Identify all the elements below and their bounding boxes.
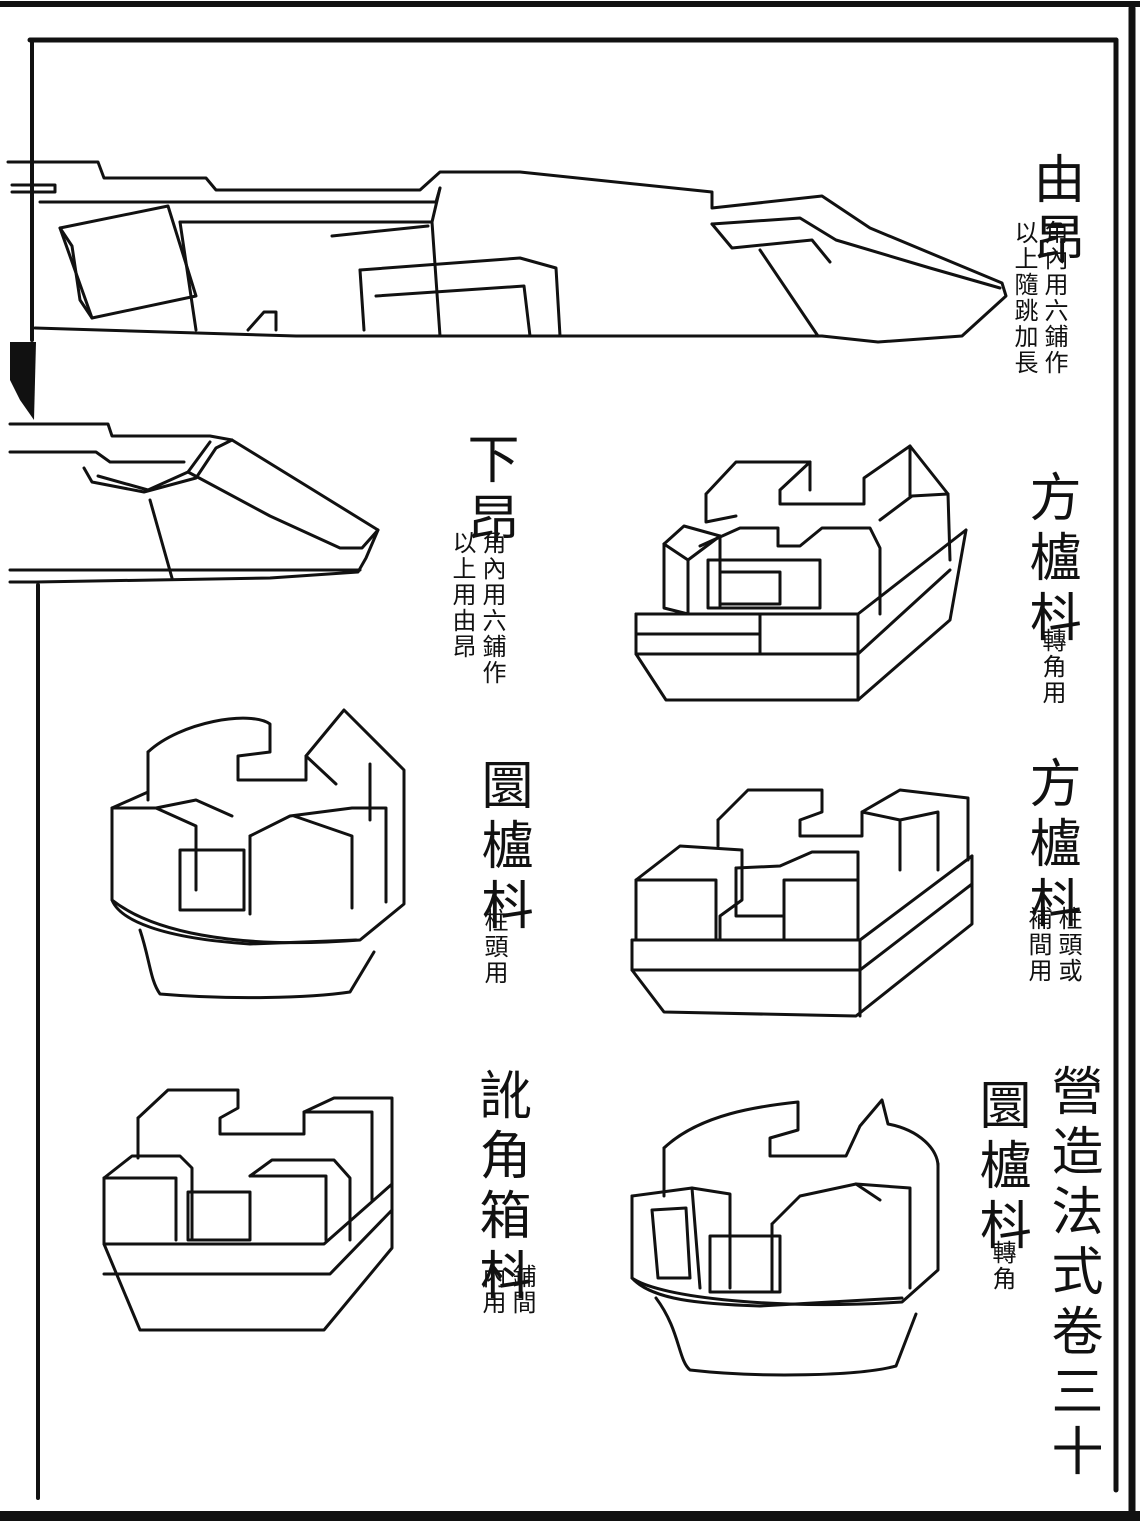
- xia-ang-drawing: [8, 422, 380, 584]
- label-fang-lu-dou-column-title: 方櫨枓: [1020, 756, 1080, 936]
- note-line: 補間用: [1024, 906, 1052, 984]
- note-line: 轉角用: [1038, 628, 1066, 706]
- note-line: 內用: [478, 1264, 506, 1316]
- note-line: 鋪間: [508, 1264, 536, 1316]
- label-yuan-lu-dou-corner-notes: 轉角: [988, 1240, 1016, 1292]
- note-line: 角內用六鋪作: [478, 530, 506, 686]
- label-yuan-lu-dou-corner-title: 圜櫨枓: [970, 1078, 1030, 1258]
- note-line: 柱頭或: [1054, 906, 1082, 984]
- label-xia-ang-title: 下昂: [458, 432, 518, 552]
- note-line: 以上隨跳加長: [1010, 220, 1038, 376]
- you-ang-drawing: [6, 160, 1008, 344]
- label-yuan-lu-dou-column-title: 圜櫨枓: [472, 758, 532, 938]
- label-qiang-jiao-box-dou-title: 訛角箱枓: [470, 1068, 530, 1308]
- label-xia-ang-notes: 角內用六鋪作 以上用由昂: [448, 530, 506, 686]
- label-fang-lu-dou-corner-notes: 轉角用: [1038, 628, 1066, 706]
- qiang-jiao-box-dou-drawing: [102, 1088, 394, 1332]
- fang-lu-dou-column-drawing: [630, 788, 974, 1018]
- label-you-ang-title: 由昂: [1024, 152, 1084, 272]
- note-line: 以上用由昂: [448, 530, 476, 660]
- note-line: 角內用六鋪作: [1040, 220, 1068, 376]
- yuan-lu-dou-column-drawing: [110, 708, 406, 1000]
- label-you-ang-notes: 角內用六鋪作 以上隨跳加長: [1010, 220, 1068, 376]
- label-qiang-jiao-box-dou-notes: 鋪間 內用: [478, 1264, 536, 1316]
- note-line: 柱頭用: [480, 908, 508, 986]
- volume-title: 營造法式卷三十: [1042, 1064, 1102, 1484]
- yuan-lu-dou-corner-drawing: [630, 1098, 940, 1377]
- fang-lu-dou-corner-drawing: [634, 444, 968, 702]
- label-fang-lu-dou-column-notes: 柱頭或 補間用: [1024, 906, 1082, 984]
- label-yuan-lu-dou-column-notes: 柱頭用: [480, 908, 508, 986]
- label-fang-lu-dou-corner-title: 方櫨枓: [1020, 470, 1080, 650]
- note-line: 轉角: [988, 1240, 1016, 1292]
